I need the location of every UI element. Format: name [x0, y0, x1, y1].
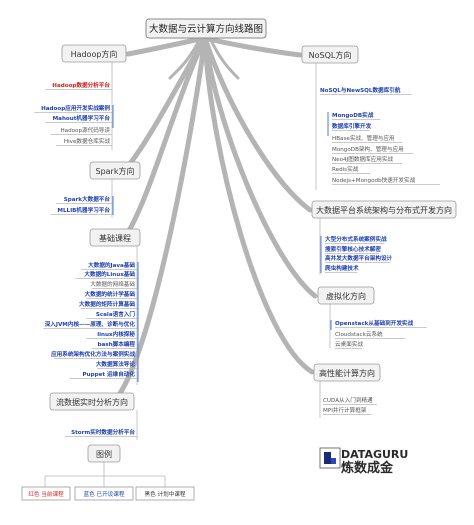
leaf-connectors — [44, 62, 332, 487]
node-basic[interactable]: 基础课程 — [89, 228, 141, 247]
nosql-leaf[interactable]: Redis实战 — [332, 165, 359, 173]
basic-leaf[interactable]: Puppet 运维自动化 — [83, 370, 136, 378]
hadoop-leaf[interactable]: Hadoop应用开发实战案例 — [41, 104, 110, 112]
legend-box — [74, 486, 134, 501]
hadoop-leaf[interactable]: Hadoop数据分析平台 — [52, 81, 110, 89]
bigdata-arch-leaf[interactable]: 搜索引擎核心技术解密 — [325, 245, 381, 253]
legend-boxes: 红色 当前课程 蓝色 已开设课程 黑色 计划中课程 — [21, 486, 195, 501]
legend-item-label: 蓝色 已开设课程 — [84, 490, 125, 498]
spark-leaf[interactable]: Spark大数据平台 — [64, 195, 111, 203]
basic-leaf[interactable]: 大数据算法导论 — [96, 360, 136, 368]
svg-text:基础课程: 基础课程 — [99, 233, 131, 243]
nosql-leaf[interactable]: HBase实战、管理与应用 — [332, 134, 395, 142]
basic-leaf[interactable]: linux内核探秘 — [97, 330, 135, 338]
root-node[interactable]: 大数据与云计算方向线路图 — [145, 18, 267, 39]
logo-text-cn: 炼数成金 — [341, 460, 394, 476]
hadoop-leaf[interactable]: Mahout机器学习平台 — [53, 114, 111, 122]
basic-leaf[interactable]: 应用系统架构优化方法与案例实战 — [51, 350, 135, 358]
svg-text:流数据实时分析方向: 流数据实时分析方向 — [56, 397, 128, 407]
svg-text:Hadoop方向: Hadoop方向 — [71, 49, 118, 59]
svg-text:高性能计算方向: 高性能计算方向 — [319, 368, 375, 378]
legend-box — [21, 486, 71, 501]
branch-lines — [112, 35, 318, 403]
legend-item-label: 黑色 计划中课程 — [145, 490, 186, 498]
nosql-leaf[interactable]: MongoDB架构、管理与应用 — [332, 145, 404, 153]
nosql-leaf[interactable]: Neo4J图数据库应用实战 — [332, 155, 393, 163]
leaves: Hadoop数据分析平台 Hadoop应用开发实战案例 Mahout机器学习平台 Ha… — [34, 81, 440, 437]
virtual-leaf[interactable]: Openstack从基础到开发实战 — [335, 319, 414, 327]
basic-leaf[interactable]: bash脚本编程 — [98, 340, 136, 348]
node-virtual[interactable]: 虚拟化方向 — [317, 286, 375, 305]
hadoop-leaf[interactable]: Hadoop源代码导读 — [60, 126, 110, 134]
stream-leaf[interactable]: Storm实时数据分析平台 — [71, 428, 135, 436]
virtual-leaf[interactable]: 云桌面实战 — [335, 340, 363, 348]
dataguru-logo: DATAGURU 炼数成金 — [319, 447, 408, 476]
basic-leaf[interactable]: 大数据的统计学基础 — [85, 290, 136, 298]
svg-text:Spark方向: Spark方向 — [96, 166, 135, 176]
node-hadoop[interactable]: Hadoop方向 — [61, 44, 127, 63]
svg-text:NoSQL方向: NoSQL方向 — [309, 50, 352, 60]
node-spark[interactable]: Spark方向 — [89, 161, 141, 180]
nosql-leaf[interactable]: NoSQL与NewSQL数据库引航 — [320, 86, 401, 94]
legend-item-label: 红色 当前课程 — [28, 490, 64, 498]
basic-leaf[interactable]: 深入JVM内核——原理、诊断与优化 — [45, 320, 136, 328]
hpc-leaf[interactable]: MPI并行计算框架 — [323, 406, 367, 414]
basic-leaf[interactable]: Scala语言入门 — [96, 310, 136, 318]
hadoop-leaf[interactable]: Hive数据仓库实战 — [64, 137, 110, 145]
virtual-leaf[interactable]: Cloudstack云系统 — [335, 330, 383, 338]
logo-text-en: DATAGURU — [341, 448, 408, 461]
legend-box — [135, 486, 195, 501]
basic-leaf[interactable]: 大数据的网络基础 — [90, 280, 135, 288]
svg-text:虚拟化方向: 虚拟化方向 — [326, 291, 366, 301]
node-stream[interactable]: 流数据实时分析方向 — [49, 392, 135, 411]
bigdata-arch-leaf[interactable]: 爬虫构建技术 — [324, 264, 359, 272]
nosql-leaf[interactable]: Nodejs+Mongodb快速开发实战 — [332, 176, 416, 184]
bigdata-arch-leaf[interactable]: 大型分布式系统案例实战 — [325, 235, 387, 243]
nosql-leaf[interactable]: 数据库引擎开发 — [332, 122, 372, 130]
node-bigdata-arch[interactable]: 大数据平台系统架构与分布式开发方向 — [311, 200, 457, 219]
root-title: 大数据与云计算方向线路图 — [149, 23, 263, 35]
basic-leaf[interactable]: 大数据的矩阵计算基础 — [79, 300, 135, 308]
node-legend[interactable]: 图例 — [87, 444, 121, 463]
svg-text:图例: 图例 — [96, 449, 112, 459]
hpc-leaf[interactable]: CUDA从入门到精通 — [323, 396, 373, 404]
spark-leaf[interactable]: MLLIB机器学习平台 — [57, 206, 110, 214]
node-nosql[interactable]: NoSQL方向 — [301, 45, 359, 64]
bigdata-arch-leaf[interactable]: 高并发大数据平台架构设计 — [325, 254, 393, 262]
basic-leaf[interactable]: 大数据的Linux基础 — [84, 270, 135, 278]
node-hpc[interactable]: 高性能计算方向 — [313, 363, 381, 382]
basic-leaf[interactable]: 大数据的Java基础 — [88, 261, 135, 269]
svg-text:大数据平台系统架构与分布式开发方向: 大数据平台系统架构与分布式开发方向 — [316, 205, 452, 215]
nosql-leaf[interactable]: MongoDB实战 — [332, 111, 374, 119]
